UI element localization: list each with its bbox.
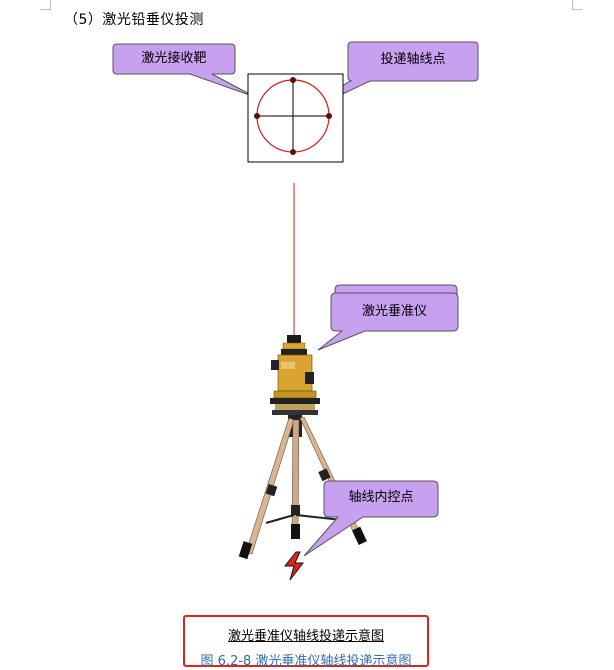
figure-caption-box: 激光垂准仪轴线投递示意图 图 6.2-8 激光垂准仪轴线投递示意图 xyxy=(183,615,429,669)
callout-transfer-point xyxy=(295,41,479,117)
laser-receiver-target xyxy=(247,73,344,163)
section-heading: （5）激光铅垂仪投测 xyxy=(64,12,204,28)
page-corner-mark-right xyxy=(572,0,583,10)
caption-title: 激光垂准仪轴线投递示意图 xyxy=(227,629,384,644)
callout-receiver-target xyxy=(112,43,256,98)
callout-label-plummet: 激光垂准仪 xyxy=(361,304,427,319)
callout-control-point xyxy=(303,480,439,557)
callout-plummet xyxy=(317,284,459,351)
callout-label-control-point: 轴线内控点 xyxy=(348,490,414,505)
callout-label-transfer-point: 投递轴线点 xyxy=(380,52,446,67)
figure-label: 图 6.2-8 激光垂准仪轴线投递示意图 xyxy=(200,654,412,669)
control-point-marker-icon xyxy=(283,551,305,581)
laser-plummet-instrument xyxy=(270,335,320,415)
page-corner-mark-left xyxy=(40,0,51,10)
callout-label-receiver-target: 激光接收靶 xyxy=(141,51,207,66)
